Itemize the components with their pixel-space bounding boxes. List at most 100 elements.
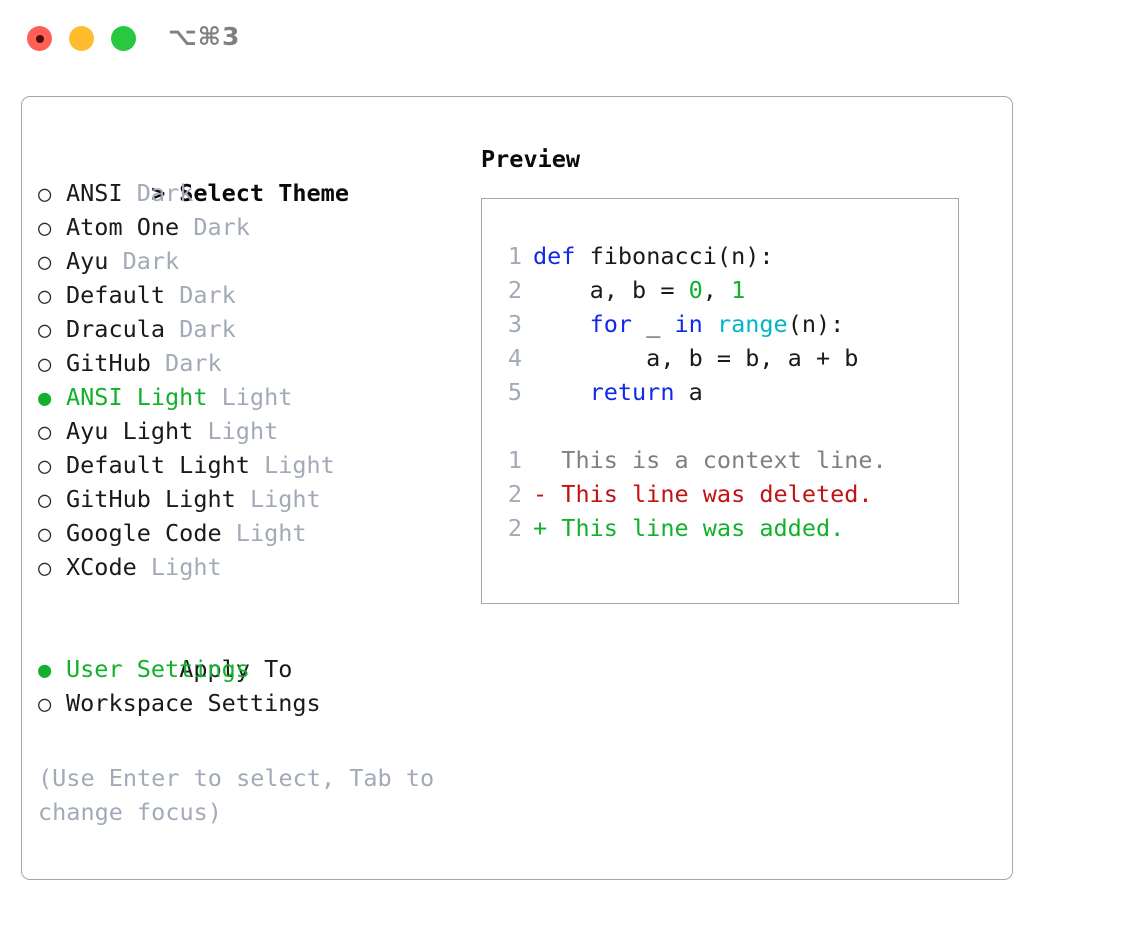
apply-to-option-label: Workspace Settings [66,689,321,717]
line-number: 2 [507,514,522,542]
code-token: return [589,378,675,406]
radio-unselected-icon[interactable]: ○ [38,556,52,581]
radio-unselected-icon[interactable]: ○ [38,692,52,717]
radio-unselected-icon[interactable]: ○ [38,216,52,241]
label-gap [179,213,193,241]
label-gap [165,281,179,309]
label-gap [193,417,207,445]
code-token [533,310,590,338]
radio-unselected-icon[interactable]: ○ [38,182,52,207]
diff-text: This is a context line. [561,446,887,474]
code-token: a, b = b, a + b [533,344,859,372]
theme-list-item[interactable]: ○ XCode Light [38,550,488,584]
theme-list-item[interactable]: ○ Dracula Dark [38,312,488,346]
radio-unselected-icon[interactable]: ○ [38,488,52,513]
label-gap [108,247,122,275]
diff-marker: - [533,480,562,508]
theme-variant-tag: Light [249,485,321,513]
theme-name-label: Google Code [66,519,222,547]
theme-variant-tag: Light [264,451,335,479]
label-gap [123,179,137,207]
label-gap [250,451,264,479]
theme-variant-tag: Dark [179,315,236,343]
code-token: , [702,276,732,304]
theme-variant-tag: Dark [193,213,250,241]
theme-list-item[interactable]: ○ Default Dark [38,278,488,312]
theme-list-item[interactable]: ○GitHub Light Light [38,482,488,516]
maximize-button[interactable] [111,26,136,51]
radio-selected-icon[interactable]: ● [38,386,52,411]
theme-list-item[interactable]: ○ANSI Dark [38,176,488,210]
apply-to-option-label: User Settings [66,655,250,683]
radio-unselected-icon[interactable]: ○ [38,318,52,343]
label-gap [137,553,151,581]
theme-list-item[interactable]: ○Ayu Light Light [38,414,488,448]
label-gap [222,519,236,547]
line-number: 3 [507,310,522,338]
radio-unselected-icon[interactable]: ○ [38,522,52,547]
apply-to-option[interactable]: ● User Settings [38,652,488,686]
apply-to-heading: ○Apply To [38,618,488,683]
keyboard-hint: (Use Enter to select, Tab to change focu… [38,764,435,826]
code-line: 2 a, b = 0, 1 [496,273,952,307]
theme-list-item[interactable]: ○ Default Light Light [38,448,488,482]
line-number: 1 [507,446,522,474]
radio-unselected-icon[interactable]: ○ [38,352,52,377]
theme-variant-tag: Dark [136,179,194,207]
theme-list-item[interactable]: ○Ayu Dark [38,244,488,278]
code-token [703,310,717,338]
preview-title: Preview [481,145,581,173]
code-token: (n): [787,310,845,338]
diff-line: 2+ This line was added. [496,511,952,545]
theme-list-item[interactable]: ○Atom One Dark [38,210,488,244]
minimize-button[interactable] [69,26,94,51]
line-number: 5 [507,378,522,406]
select-theme-heading-label: Select Theme [179,179,349,207]
code-token: 1 [731,276,746,304]
radio-unselected-icon[interactable]: ○ [38,420,52,445]
title-bar: ⌥⌘3 [0,0,1140,78]
radio-unselected-icon[interactable]: ○ [38,454,52,479]
code-token: 0 [688,276,703,304]
close-button[interactable] [27,26,52,51]
diff-marker [533,446,561,474]
code-token: def [533,242,576,270]
theme-name-label: XCode [66,553,137,581]
radio-selected-icon[interactable]: ● [38,658,52,683]
code-line: 5 return a [496,375,952,409]
theme-variant-tag: Light [235,519,307,547]
radio-unselected-icon[interactable]: ○ [38,250,52,275]
label-gap [236,485,250,513]
apply-to-heading-label: Apply To [179,655,293,683]
line-number: 2 [507,480,522,508]
apply-to-option[interactable]: ○ Workspace Settings [38,686,488,720]
diff-line: 1 This is a context line. [496,443,952,477]
theme-variant-tag: Light [150,553,222,581]
theme-name-label: GitHub [66,349,151,377]
label-gap [151,349,165,377]
cursor-marker-icon: > [151,179,166,207]
theme-list-item[interactable]: ○GitHub Dark [38,346,488,380]
radio-unselected-icon[interactable]: ○ [38,284,52,309]
code-token: in [674,310,703,338]
theme-variant-tag: Dark [179,281,236,309]
theme-name-label: Dracula [66,315,166,343]
code-token: a [674,378,703,406]
diff-marker: + [533,514,562,542]
code-token: for [589,310,633,338]
theme-list-item[interactable]: ○ Google Code Light [38,516,488,550]
theme-name-label: Default [66,281,166,309]
code-token: range [716,310,788,338]
label-gap [207,383,221,411]
code-line: 4 a, b = b, a + b [496,341,952,375]
code-token [533,378,590,406]
theme-variant-tag: Light [221,383,293,411]
theme-name-label: Default Light [66,451,250,479]
code-token: _ [632,310,675,338]
theme-list-item[interactable]: ● ANSI Light Light [38,380,488,414]
keyboard-shortcut-label: ⌥⌘3 [168,22,241,51]
theme-name-label: ANSI Light [66,383,208,411]
